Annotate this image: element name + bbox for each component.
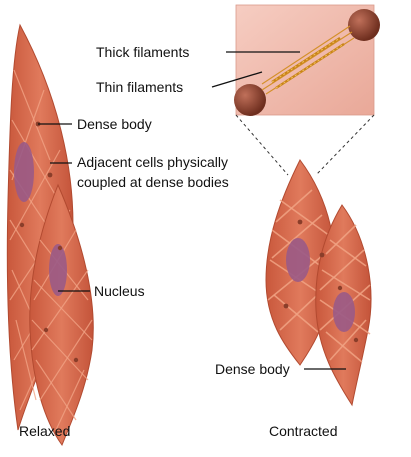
filament-inset (234, 4, 380, 116)
label-dense-body-relaxed: Dense body (77, 116, 152, 132)
zoom-lines (235, 114, 375, 176)
caption-relaxed: Relaxed (19, 423, 71, 439)
label-nucleus: Nucleus (94, 283, 145, 299)
contracted-dense-bodies (283, 219, 359, 343)
caption-contracted: Contracted (269, 423, 338, 439)
relaxed-dense-bodies (19, 121, 79, 363)
label-thin-filaments: Thin filaments (96, 79, 184, 95)
contracted-nucleus-right (333, 292, 355, 332)
relaxed-nucleus-upper (14, 142, 34, 202)
label-adjacent-cells-line1: Adjacent cells physically (77, 154, 228, 170)
relaxed-nucleus-lower (49, 244, 67, 296)
label-adjacent-cells-line2: coupled at dense bodies (77, 174, 229, 190)
relaxed-cell-back (6, 23, 74, 431)
label-dense-body-contracted: Dense body (215, 361, 290, 377)
label-thick-filaments: Thick filaments (96, 44, 190, 60)
contracted-nucleus-left (286, 238, 310, 282)
leader-lines (38, 51, 346, 370)
